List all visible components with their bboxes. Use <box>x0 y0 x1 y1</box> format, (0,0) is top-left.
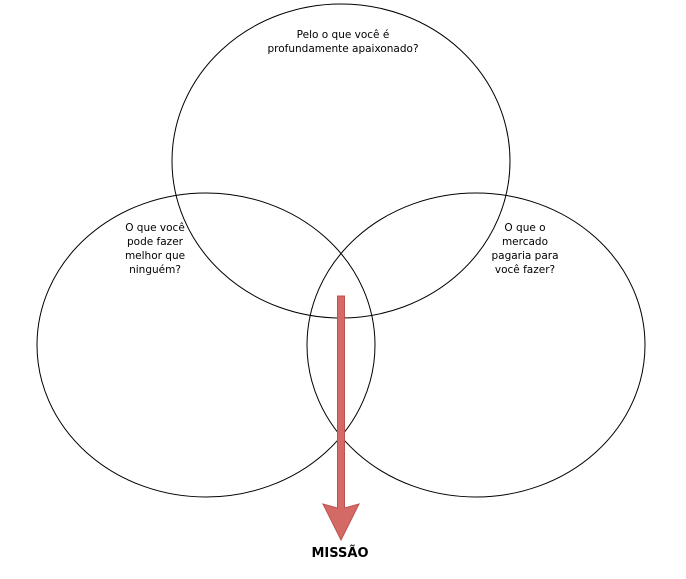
circle-passion-label: Pelo o que você é profundamente apaixona… <box>267 29 419 55</box>
arrow-down-icon <box>322 295 360 542</box>
circle-skill <box>36 192 376 498</box>
circle-market <box>306 192 646 498</box>
mission-label: MISSÃO <box>311 546 369 561</box>
circle-market-label: O que o mercado pagaria para você fazer? <box>491 222 559 276</box>
circle-skill-label: O que você pode fazer melhor que ninguém… <box>124 222 186 276</box>
